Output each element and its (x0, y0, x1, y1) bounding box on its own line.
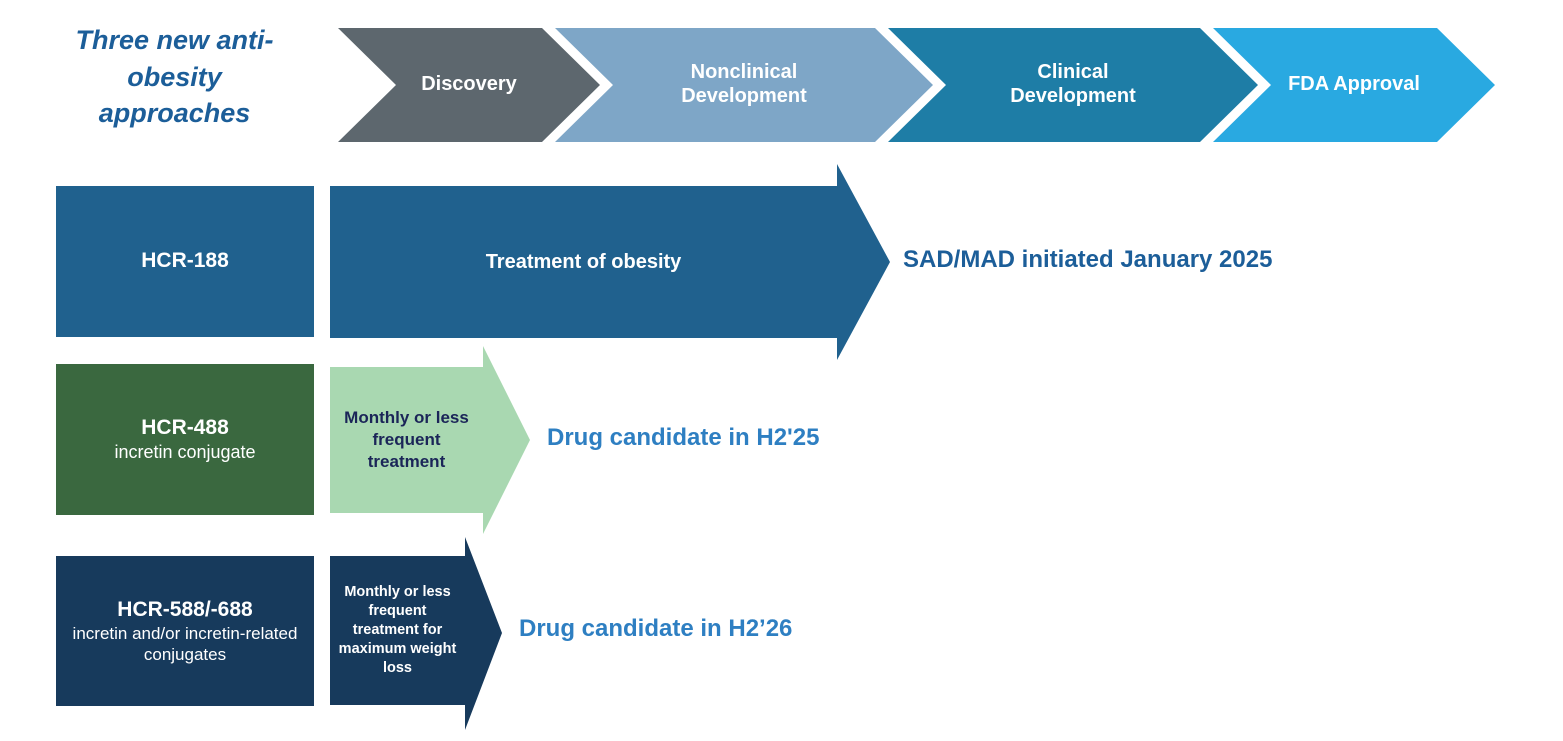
stage-label: Discovery (421, 73, 517, 96)
program-name: HCR-188 (141, 249, 229, 273)
stage-label: Clinical Development (1010, 61, 1136, 107)
milestone-hcr-188: SAD/MAD initiated January 2025 (903, 246, 1273, 273)
stage-label: FDA Approval (1288, 73, 1420, 96)
program-description: incretin and/or incretin-related conjuga… (72, 623, 298, 665)
program-arrow-hcr-188: Treatment of obesity (330, 164, 890, 360)
stage-label: Nonclinical Development (681, 61, 807, 107)
program-box-hcr-188: HCR-188 (56, 186, 314, 337)
stage-chevron-discovery: Discovery (338, 28, 600, 142)
diagram-title: Three new anti-obesity approaches (75, 25, 274, 129)
program-description: incretin conjugate (114, 442, 256, 463)
stage-chevron-clinical-development: Clinical Development (888, 28, 1258, 142)
stage-chevron-nonclinical-development: Nonclinical Development (555, 28, 933, 142)
program-arrow-hcr-588-688: Monthly or less frequent treatment for m… (330, 537, 502, 730)
program-name: HCR-588/-688 (117, 597, 253, 621)
program-arrow-label: Monthly or less frequent treatment for m… (338, 584, 457, 676)
program-box-hcr-488: HCR-488 incretin conjugate (56, 364, 314, 515)
program-arrow-label: Monthly or less frequent treatment (344, 407, 469, 472)
program-box-hcr-588-688: HCR-588/-688 incretin and/or incretin-re… (56, 556, 314, 706)
program-arrow-hcr-488: Monthly or less frequent treatment (330, 346, 530, 534)
milestone-hcr-488: Drug candidate in H2'25 (547, 424, 820, 451)
program-arrow-label: Treatment of obesity (485, 250, 682, 273)
milestone-hcr-588-688: Drug candidate in H2’26 (519, 615, 793, 642)
program-name: HCR-488 (141, 416, 229, 440)
